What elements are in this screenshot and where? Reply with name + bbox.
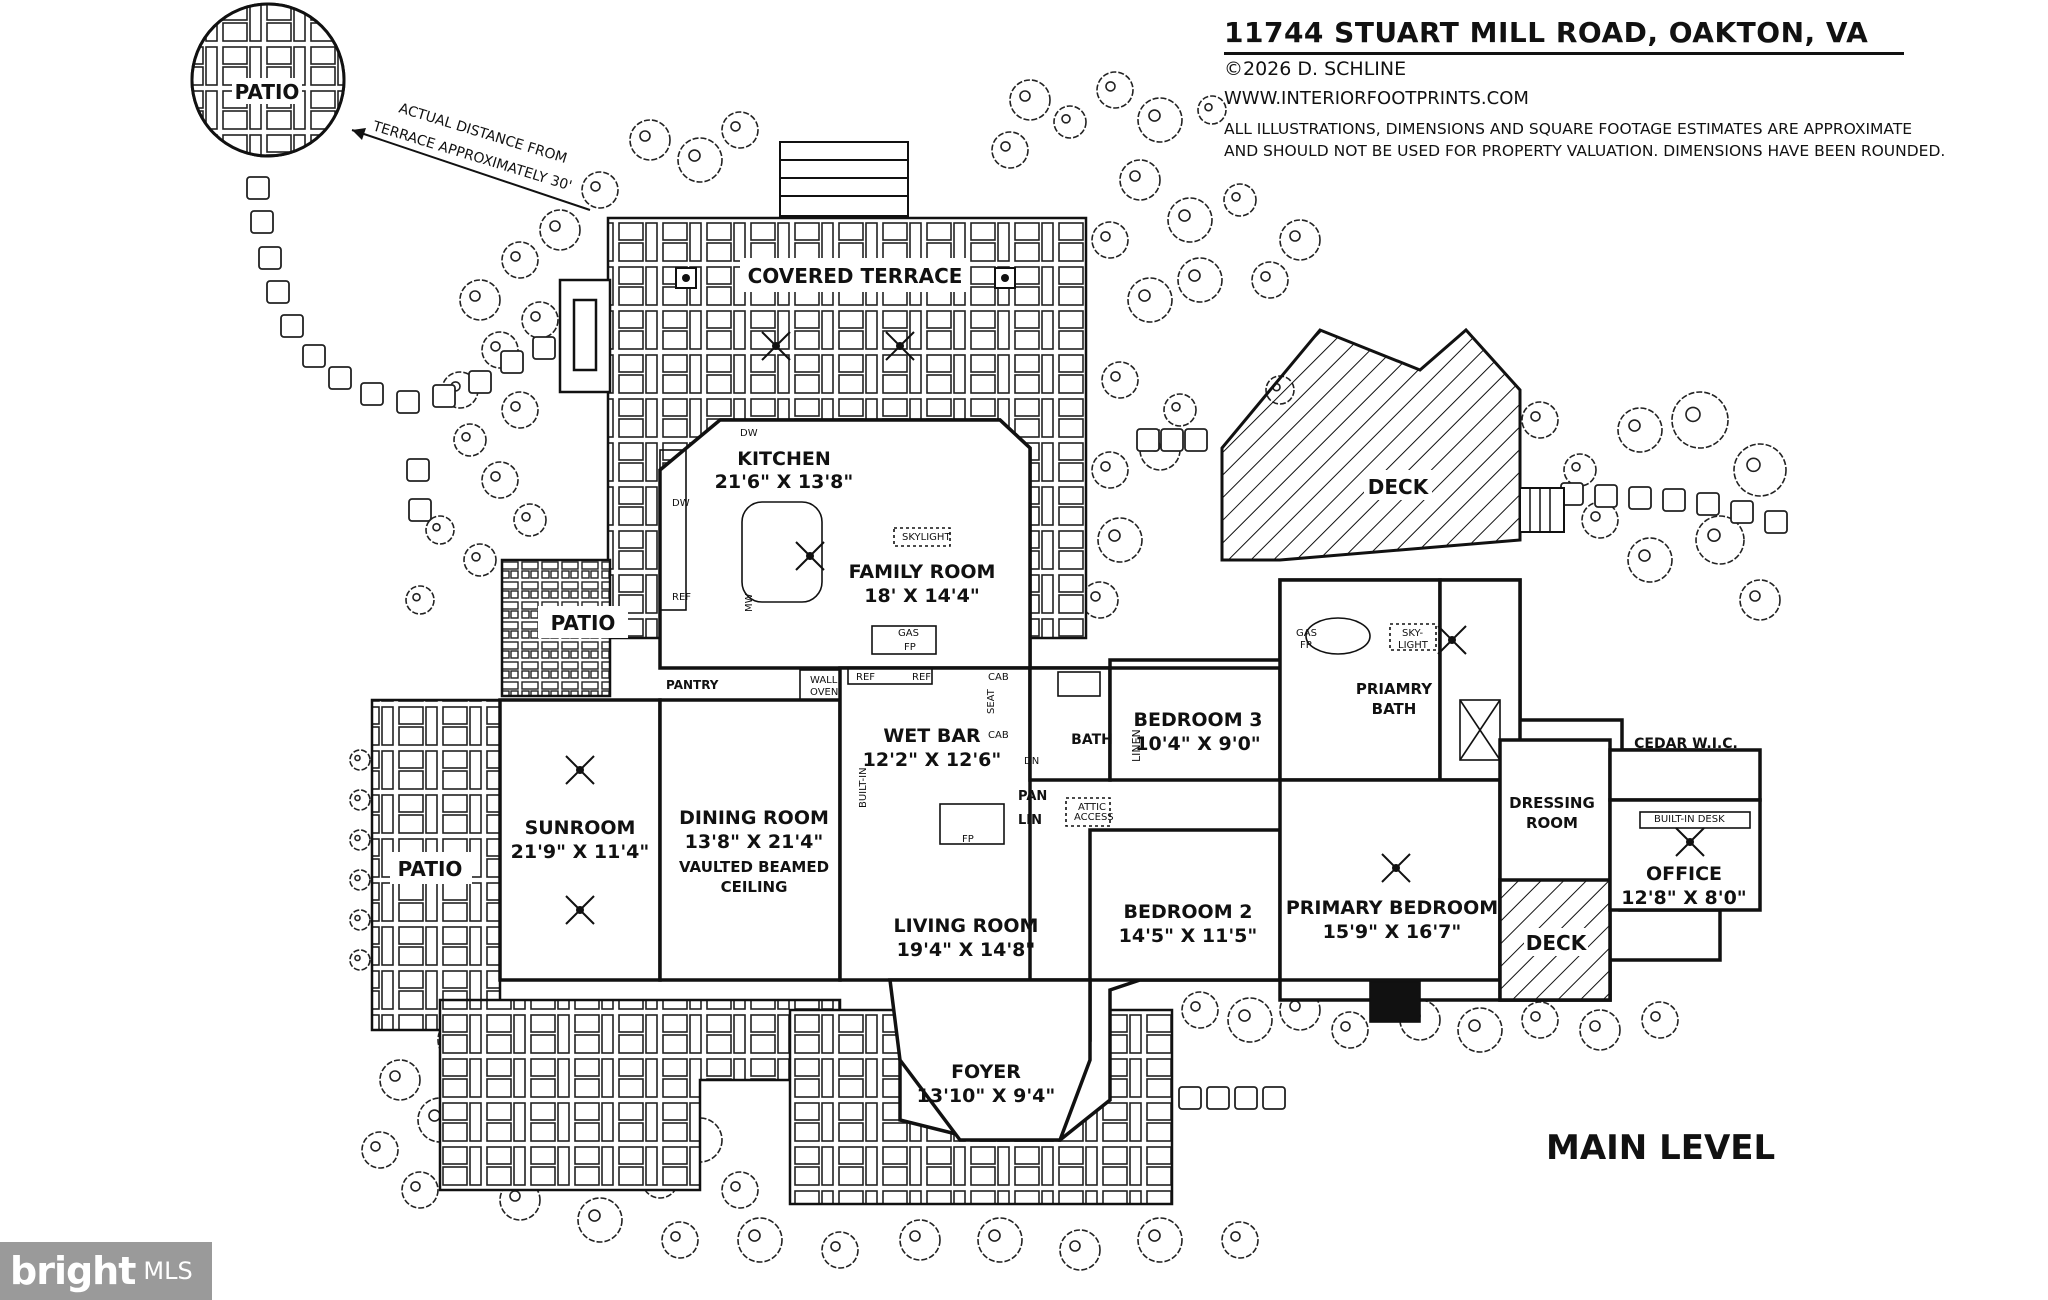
dressing-room-name2: ROOM: [1526, 814, 1578, 832]
living-room-dims: 19'4" X 14'8": [897, 939, 1036, 961]
covered-terrace-label: COVERED TERRACE: [748, 264, 963, 288]
stepping-stones: [246, 176, 1788, 1110]
linen-label: LINEN: [1130, 729, 1143, 762]
copyright-text: ©2026 D. SCHLINE: [1224, 58, 1407, 80]
attic-line1: ATTIC: [1078, 802, 1106, 813]
dressing-room-name1: DRESSING: [1509, 794, 1595, 812]
cab1-label: CAB: [988, 672, 1009, 683]
bath-name: BATH: [1071, 732, 1113, 748]
wall-oven-line2: OVEN: [810, 687, 838, 698]
bedroom2-dims: 14'5" X 11'5": [1119, 925, 1258, 947]
deck-upper-label: DECK: [1368, 475, 1430, 499]
landscape-trees: [349, 71, 1787, 1271]
watermark-suffix: MLS: [143, 1257, 193, 1285]
upper-deck: DECK: [1220, 327, 1565, 562]
sunroom-name: SUNROOM: [525, 817, 636, 839]
primary-bedroom-dims: 15'9" X 16'7": [1323, 921, 1462, 943]
built-in-desk-label: BUILT-IN DESK: [1654, 814, 1725, 825]
pan-label: PAN: [1018, 789, 1047, 804]
skylight-bath-line1: SKY-: [1402, 628, 1423, 639]
level-label: MAIN LEVEL: [1546, 1128, 1776, 1168]
bedroom3-name: BEDROOM 3: [1134, 709, 1263, 731]
seat-label: SEAT: [986, 688, 997, 714]
ref-kitchen-label: REF: [672, 592, 691, 603]
room-labels: KITCHEN 21'6" X 13'8" FAMILY ROOM 18' X …: [511, 448, 1747, 1107]
chimney-block: [558, 278, 612, 394]
wet-bar-name: WET BAR: [883, 725, 981, 747]
cab2-label: CAB: [988, 730, 1009, 741]
fixture-shapes: [659, 449, 1751, 1023]
dw-top-label: DW: [740, 428, 758, 439]
lin-label: LIN: [1018, 813, 1042, 828]
deck-lower-label: DECK: [1526, 931, 1588, 955]
patio-circle-label: PATIO: [235, 80, 300, 104]
office-name: OFFICE: [1646, 863, 1722, 885]
primary-bath-name2: BATH: [1372, 700, 1417, 718]
family-room-dims: 18' X 14'4": [864, 585, 980, 607]
house-walls: [498, 418, 1762, 1142]
disclaimer-line2: AND SHOULD NOT BE USED FOR PROPERTY VALU…: [1224, 142, 1946, 160]
dining-room-note1: VAULTED BEAMED: [679, 858, 829, 876]
foyer-name: FOYER: [951, 1061, 1021, 1083]
terrace-steps: [779, 141, 909, 217]
kitchen-name: KITCHEN: [737, 448, 830, 470]
pantry-label: PANTRY: [666, 678, 719, 692]
foyer-dims: 13'10" X 9'4": [917, 1085, 1056, 1107]
skylight-bath-line2: LIGHT: [1398, 640, 1429, 651]
patio-inset: PATIO: [190, 2, 346, 158]
header-rule: [1224, 52, 1904, 55]
wet-bar-dims: 12'2" X 12'6": [863, 749, 1002, 771]
wall-oven-line1: WALL: [810, 675, 838, 686]
living-room-name: LIVING ROOM: [894, 915, 1039, 937]
website-text: WWW.INTERIORFOOTPRINTS.COM: [1224, 88, 1529, 109]
lower-deck: DECK: [1498, 878, 1612, 1002]
attic-line2: ACCESS: [1074, 812, 1114, 823]
cedar-wic-name: CEDAR W.I.C.: [1634, 736, 1738, 752]
address-title: 11744 STUART MILL ROAD, OAKTON, VA: [1224, 16, 1869, 49]
gas-fp-family-line1: GAS: [898, 628, 919, 639]
sunroom-dims: 21'9" X 11'4": [511, 841, 650, 863]
dining-room-note2: CEILING: [721, 878, 788, 896]
kitchen-dims: 21'6" X 13'8": [715, 471, 854, 493]
ceiling-fans: [565, 331, 1705, 925]
dining-room-dims: 13'8" X 21'4": [685, 831, 824, 853]
patio-left-label: PATIO: [398, 857, 463, 881]
family-room-name: FAMILY ROOM: [849, 561, 996, 583]
bedroom2-name: BEDROOM 2: [1124, 901, 1253, 923]
disclaimer-line1: ALL ILLUSTRATIONS, DIMENSIONS AND SQUARE…: [1224, 120, 1913, 138]
bedroom3-dims: 10'4" X 9'0": [1135, 733, 1260, 755]
patio-mid-label: PATIO: [551, 611, 616, 635]
ref-bar-right-label: REF: [912, 672, 931, 683]
dining-room-name: DINING ROOM: [679, 807, 829, 829]
distance-arrow: ACTUAL DISTANCE FROM TERRACE APPROXIMATE…: [351, 101, 591, 211]
bright-mls-watermark: bright MLS: [0, 1242, 212, 1300]
ref-bar-left-label: REF: [856, 672, 875, 683]
gas-fp-family-line2: FP: [904, 642, 916, 653]
gas-fp-bath-line2: FP: [1300, 640, 1312, 651]
dw-side-label: DW: [672, 498, 690, 509]
primary-bath-name1: PRIAMRY: [1356, 680, 1433, 698]
fp-living-label: FP: [962, 834, 974, 845]
office-dims: 12'8" X 8'0": [1621, 887, 1746, 909]
built-in-label: BUILT-IN: [858, 767, 869, 808]
primary-bedroom-name: PRIMARY BEDROOM: [1286, 897, 1498, 919]
skylight-family-label: SKYLIGHT: [902, 532, 951, 543]
mw-label: MW: [744, 593, 755, 612]
watermark-brand: bright: [10, 1249, 136, 1293]
dn-label: DN: [1024, 756, 1039, 767]
